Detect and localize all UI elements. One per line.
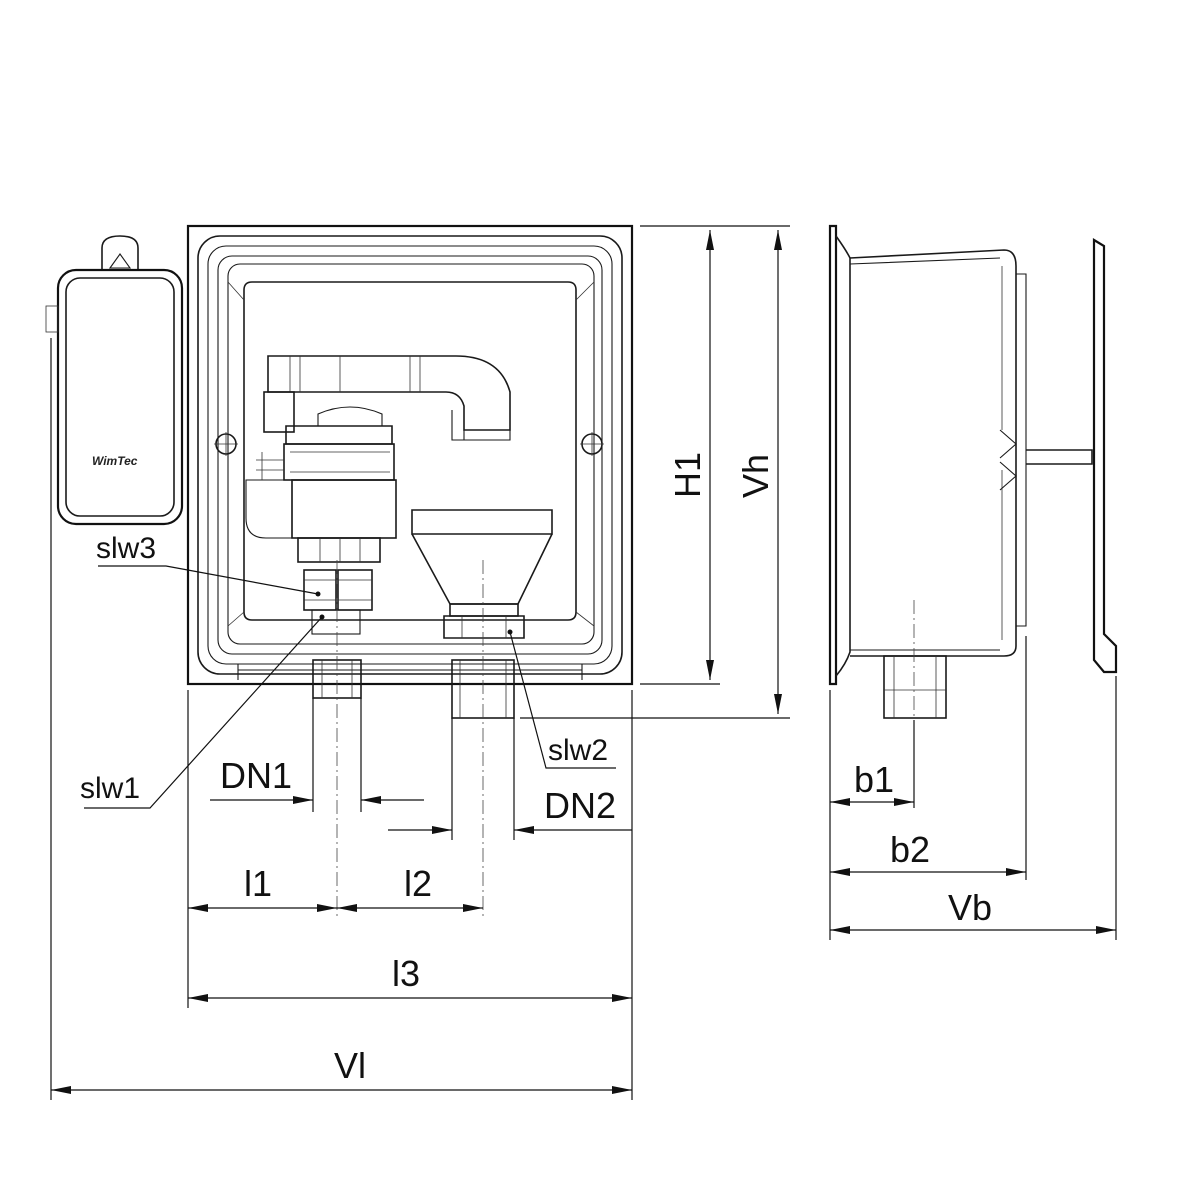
label-b2: b2	[890, 829, 930, 870]
label-l3: l3	[392, 953, 420, 994]
label-vb: Vb	[948, 887, 992, 928]
label-slw2: slw2	[548, 734, 608, 767]
label-dn2: DN2	[544, 785, 616, 826]
labels: slw3 slw1 slw2 DN1 DN2 l1 l2 l3 Vl H1 Vh…	[80, 452, 992, 1086]
label-slw1: slw1	[80, 772, 140, 805]
label-l1: l1	[244, 863, 272, 904]
side-view	[828, 224, 1118, 808]
dimensions	[50, 225, 1117, 1100]
label-vl: Vl	[334, 1045, 366, 1086]
control-unit: WimTec	[45, 235, 184, 526]
brand-label: WimTec	[92, 454, 138, 468]
label-h1: H1	[667, 452, 708, 498]
label-dn1: DN1	[220, 755, 292, 796]
label-vh: Vh	[735, 454, 776, 498]
front-view-box	[186, 224, 634, 686]
label-slw3: slw3	[96, 532, 156, 565]
solenoid-valve	[245, 355, 511, 699]
label-l2: l2	[404, 863, 432, 904]
drain-funnel	[411, 509, 553, 719]
label-b1: b1	[854, 759, 894, 800]
